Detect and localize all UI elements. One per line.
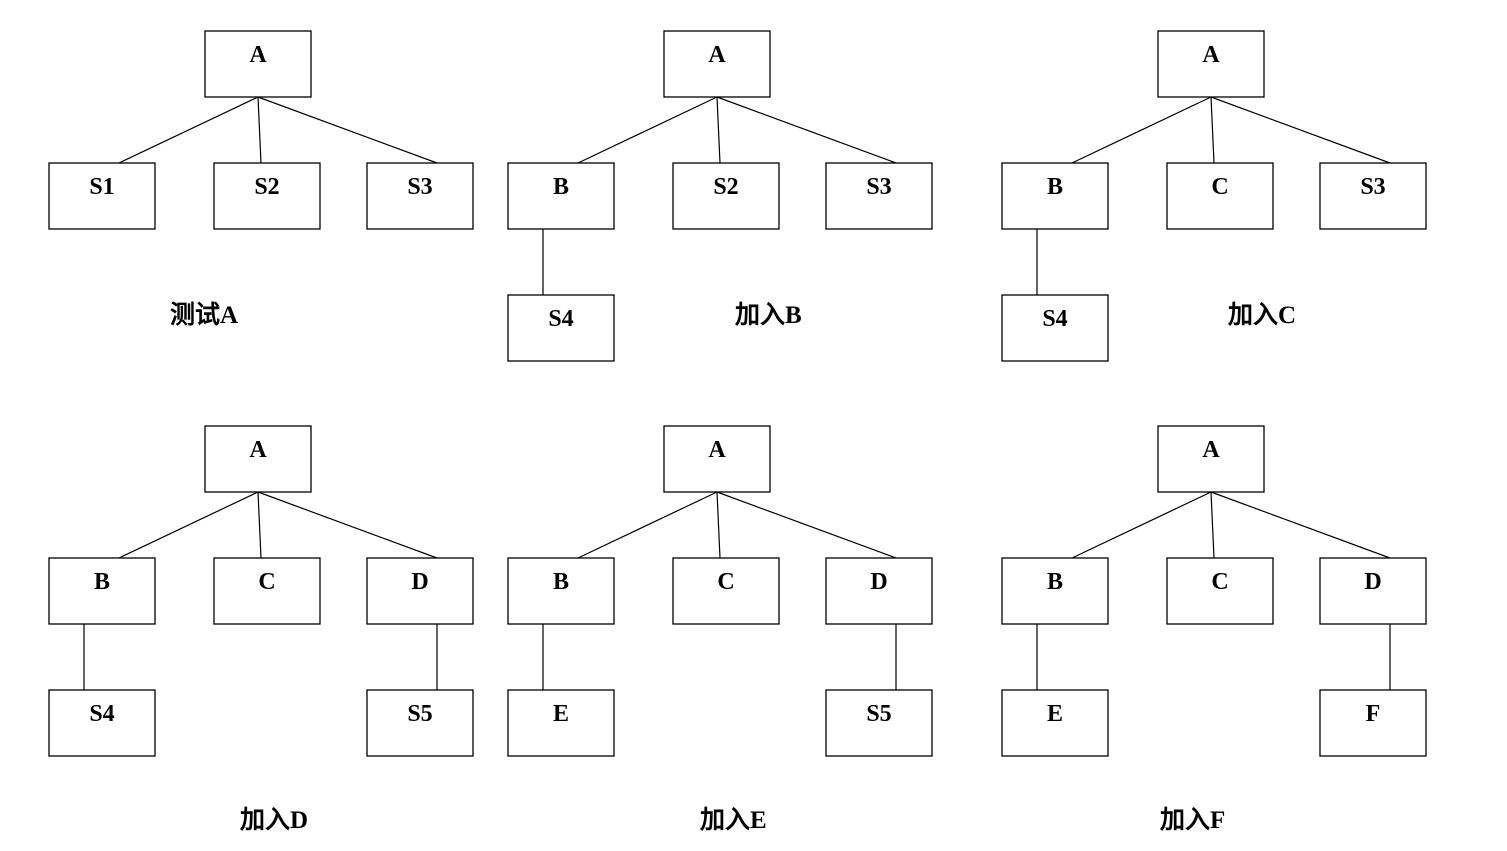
node-1-grandchild-0-label: S4 (548, 306, 573, 332)
node-0-child-0 (48, 162, 156, 230)
node-1-child-2 (825, 162, 933, 230)
node-5-grandchild-2-label: F (1366, 701, 1381, 727)
edge-3-root-0 (118, 491, 259, 559)
node-2-child-1 (1166, 162, 1274, 230)
node-5-grandchild-0-label: E (1047, 701, 1063, 727)
node-4-grandchild-0-label: E (553, 701, 569, 727)
node-3-grandchild-2-label: S5 (407, 701, 432, 727)
node-2-root (1157, 30, 1265, 98)
node-4-child-1-label: C (717, 569, 734, 595)
node-1-root-label: A (708, 42, 726, 68)
edge-0-root-0 (118, 96, 259, 164)
edge-5-root-2 (1210, 491, 1391, 559)
node-3-child-2 (366, 557, 474, 625)
edge-1-root-1 (716, 96, 721, 164)
node-3-child-1-label: C (258, 569, 275, 595)
edge-0-root-2 (257, 96, 438, 164)
node-3-grandchild-2 (366, 689, 474, 757)
caption-5: 加入F (1160, 807, 1226, 834)
node-2-child-0-label: B (1047, 174, 1063, 200)
node-5-child-1 (1166, 557, 1274, 625)
node-5-child-0 (1001, 557, 1109, 625)
node-2-grandchild-0-label: S4 (1042, 306, 1067, 332)
node-0-child-2 (366, 162, 474, 230)
node-4-root-label: A (708, 437, 726, 463)
node-1-child-0 (507, 162, 615, 230)
node-1-root (663, 30, 771, 98)
node-1-child-0-label: B (553, 174, 569, 200)
node-0-root-label: A (249, 42, 267, 68)
node-4-root (663, 425, 771, 493)
node-2-child-2 (1319, 162, 1427, 230)
node-3-grandchild-0-label: S4 (89, 701, 114, 727)
node-5-root-label: A (1202, 437, 1220, 463)
node-1-grandchild-0 (507, 294, 615, 362)
node-4-child-1 (672, 557, 780, 625)
node-4-grandchild-0 (507, 689, 615, 757)
node-4-child-0 (507, 557, 615, 625)
node-0-child-1-label: S2 (254, 174, 279, 200)
node-2-grandchild-0 (1001, 294, 1109, 362)
edge-4-root-0 (577, 491, 718, 559)
node-0-child-0-label: S1 (89, 174, 114, 200)
caption-1: 加入B (735, 302, 802, 329)
node-2-child-1-label: C (1211, 174, 1228, 200)
edge-0-root-1 (257, 96, 262, 164)
edge-5-root-0 (1071, 491, 1212, 559)
node-0-child-2-label: S3 (407, 174, 432, 200)
caption-0: 测试A (170, 302, 239, 329)
node-3-grandchild-0 (48, 689, 156, 757)
node-5-root (1157, 425, 1265, 493)
caption-4: 加入E (700, 807, 767, 834)
node-1-child-2-label: S3 (866, 174, 891, 200)
node-1-child-1 (672, 162, 780, 230)
node-5-child-1-label: C (1211, 569, 1228, 595)
edge-2-root-0 (1071, 96, 1212, 164)
edge-3-root-1 (257, 491, 262, 559)
edge-4-root-2 (716, 491, 897, 559)
edge-5-root-1 (1210, 491, 1215, 559)
node-4-child-0-label: B (553, 569, 569, 595)
edge-1-root-2 (716, 96, 897, 164)
node-4-grandchild-2 (825, 689, 933, 757)
node-3-child-0 (48, 557, 156, 625)
node-3-child-1 (213, 557, 321, 625)
node-4-child-2-label: D (870, 569, 887, 595)
caption-2: 加入C (1228, 302, 1297, 329)
node-3-child-0-label: B (94, 569, 110, 595)
edge-4-root-1 (716, 491, 721, 559)
node-5-grandchild-0 (1001, 689, 1109, 757)
node-2-root-label: A (1202, 42, 1220, 68)
edge-1-root-0 (577, 96, 718, 164)
node-5-child-2-label: D (1364, 569, 1381, 595)
node-5-child-0-label: B (1047, 569, 1063, 595)
node-4-child-2 (825, 557, 933, 625)
node-3-child-2-label: D (411, 569, 428, 595)
node-1-child-1-label: S2 (713, 174, 738, 200)
node-0-root (204, 30, 312, 98)
node-5-grandchild-2 (1319, 689, 1427, 757)
node-4-grandchild-2-label: S5 (866, 701, 891, 727)
edge-2-root-1 (1210, 96, 1215, 164)
edge-2-root-2 (1210, 96, 1391, 164)
node-0-child-1 (213, 162, 321, 230)
node-5-child-2 (1319, 557, 1427, 625)
node-3-root-label: A (249, 437, 267, 463)
edge-3-root-2 (257, 491, 438, 559)
node-2-child-0 (1001, 162, 1109, 230)
node-2-child-2-label: S3 (1360, 174, 1385, 200)
caption-3: 加入D (240, 807, 309, 834)
node-3-root (204, 425, 312, 493)
